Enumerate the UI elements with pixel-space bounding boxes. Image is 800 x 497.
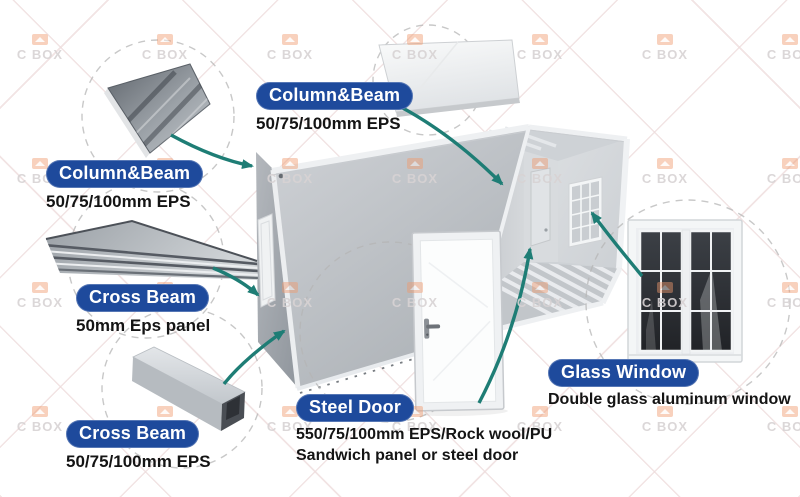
container-left-end [256,152,298,388]
callout-title-pill: Glass Window [548,359,700,388]
callout-subtitle: 50mm Eps panel [76,316,211,336]
callout-subtitle-line2: Sandwich panel or steel door [296,447,519,465]
roof-panel-product [378,39,520,117]
callout-column-beam-top: Column&Beam 50/75/100mm EPS [256,82,414,135]
arrow-corrugated-to-wall [212,266,260,297]
callout-cross-beam-mid: Cross Beam 50mm Eps panel [76,284,210,337]
arrow-eps-panel-to-corner [170,133,254,170]
callout-title-pill: Steel Door [296,394,415,423]
circle-steel-tube [101,307,263,469]
arrows [170,104,644,404]
arrow-top-label-to-wall [398,104,504,186]
callout-glass-window: Glass Window Double glass aluminum windo… [548,359,791,410]
arrow-tube-to-wall [222,329,286,386]
callout-subtitle: 550/75/100mm EPS/Rock wool/PU [296,426,553,444]
corrugated-panel-product [45,219,258,280]
steel-door-product [411,230,508,417]
callout-title-pill: Column&Beam [46,160,204,189]
callout-subtitle: Double glass aluminum window [548,391,791,409]
callout-title-pill: Cross Beam [76,284,210,313]
callout-subtitle: 50/75/100mm EPS [256,114,401,134]
callout-column-beam-left: Column&Beam 50/75/100mm EPS [46,160,204,213]
container-end-sticker [257,213,276,308]
callout-subtitle: 50/75/100mm EPS [66,452,211,472]
steel-tube-product [132,346,246,431]
eps-sandwich-panel-product [104,63,211,158]
container-window [568,176,603,248]
door-opening-knob [544,228,548,232]
arrow-window-to-wall [590,211,644,278]
container-door-opening [530,167,551,247]
glass-window-product [627,219,743,363]
callout-steel-door: Steel Door 550/75/100mm EPS/Rock wool/PU… [296,394,552,466]
arrow-door-to-opening [477,247,534,404]
callout-subtitle: 50/75/100mm EPS [46,192,191,212]
callout-title-pill: Cross Beam [66,420,200,449]
callout-cross-beam-bottom: Cross Beam 50/75/100mm EPS [66,420,211,473]
circle-glass-window [585,199,791,405]
circle-eps-panel [81,39,235,193]
door-handle [424,318,441,339]
callout-title-pill: Column&Beam [256,82,414,111]
